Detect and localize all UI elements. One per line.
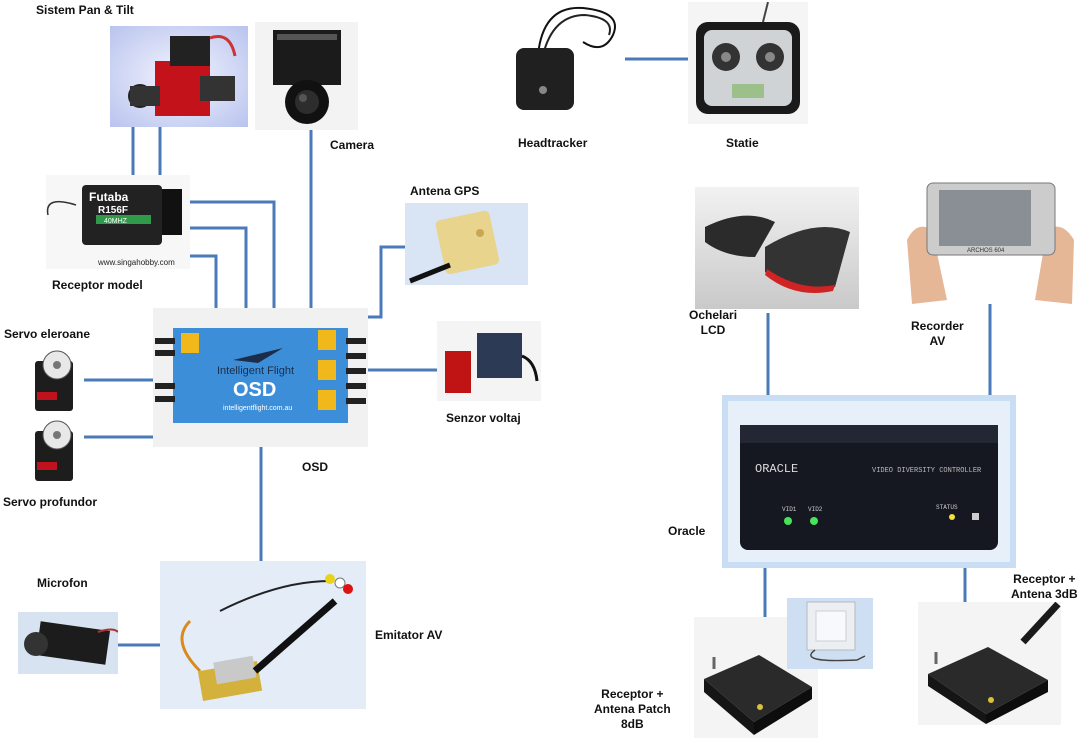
osd-board-photo: Intelligent Flight OSD intelligentflight… [153,308,368,447]
receptor-model-label: Receptor model [52,278,143,292]
av-transmitter-photo [160,561,366,709]
wire-receiver-osd-1 [190,200,276,312]
oracle-label: Oracle [668,524,706,538]
servo-profundor-label: Servo profundor [3,495,98,509]
emitator-av-label: Emitator AV [375,628,443,642]
oracle-controller-photo: ORACLE VIDEO DIVERSITY CONTROLLER VID1 V… [722,395,1016,568]
oracle-brand: ORACLE [755,462,798,476]
lcd-glasses-photo [695,187,859,309]
pan-tilt-label: Sistem Pan & Tilt [36,3,134,17]
headtracker-label: Headtracker [518,136,588,150]
vid1-led [784,517,792,525]
receptor-patch-label: Receptor + Antena Patch 8dB [594,687,671,731]
oracle-status: STATUS [936,504,958,511]
futaba-receiver-photo: Futaba R156F 40MHZ www.singahobby.com [46,175,190,269]
oracle-button [972,513,979,520]
oracle-vid2: VID2 [808,506,823,513]
servo-elevator-photo [27,415,84,485]
wire-gps-osd [350,245,405,319]
receptor-3db-label: Receptor + Antena 3dB [1011,572,1078,601]
osd-site: intelligentflight.com.au [223,405,292,412]
servo-eleroane-label: Servo eleroane [4,327,91,341]
recorder-brand: ARCHOS 604 [967,248,1005,254]
vid2-led [810,517,818,525]
transmitter-photo [688,2,808,124]
ochelari-label: Ochelari LCD [689,308,738,337]
statie-label: Statie [726,136,759,150]
microfon-label: Microfon [37,576,88,590]
microphone-photo [18,612,118,674]
wire-receiver-osd-3 [190,254,218,312]
oracle-vid1: VID1 [782,506,797,513]
osd-label: OSD [302,460,329,474]
camera-photo [255,22,358,130]
futaba-brand: Futaba [89,190,129,204]
futaba-site: www.singahobby.com [97,258,175,267]
recorder-label: Recorder AV [911,319,964,348]
voltage-sensor-photo [437,321,541,401]
oracle-subtitle: VIDEO DIVERSITY CONTROLLER [872,467,982,475]
av-recorder-photo: ARCHOS 604 [907,180,1074,304]
osd-title: OSD [233,379,276,401]
camera-label: Camera [330,138,375,152]
receiver-box-patch-photo [694,617,818,738]
osd-brand: Intelligent Flight [217,365,294,377]
headtracker-photo [513,0,625,120]
wire-receiver-osd-2 [190,226,248,312]
futaba-model: R156F [98,205,128,216]
futaba-freq: 40MHZ [104,218,128,225]
status-led [949,514,955,520]
gps-label: Antena GPS [410,184,480,198]
pan-tilt-photo [110,26,248,127]
receiver-box-3db-photo [918,602,1061,725]
patch-antenna-photo [787,598,873,669]
gps-antenna-photo [405,203,528,285]
senzor-voltaj-label: Senzor voltaj [446,411,521,425]
servo-aileron-photo [27,347,84,415]
